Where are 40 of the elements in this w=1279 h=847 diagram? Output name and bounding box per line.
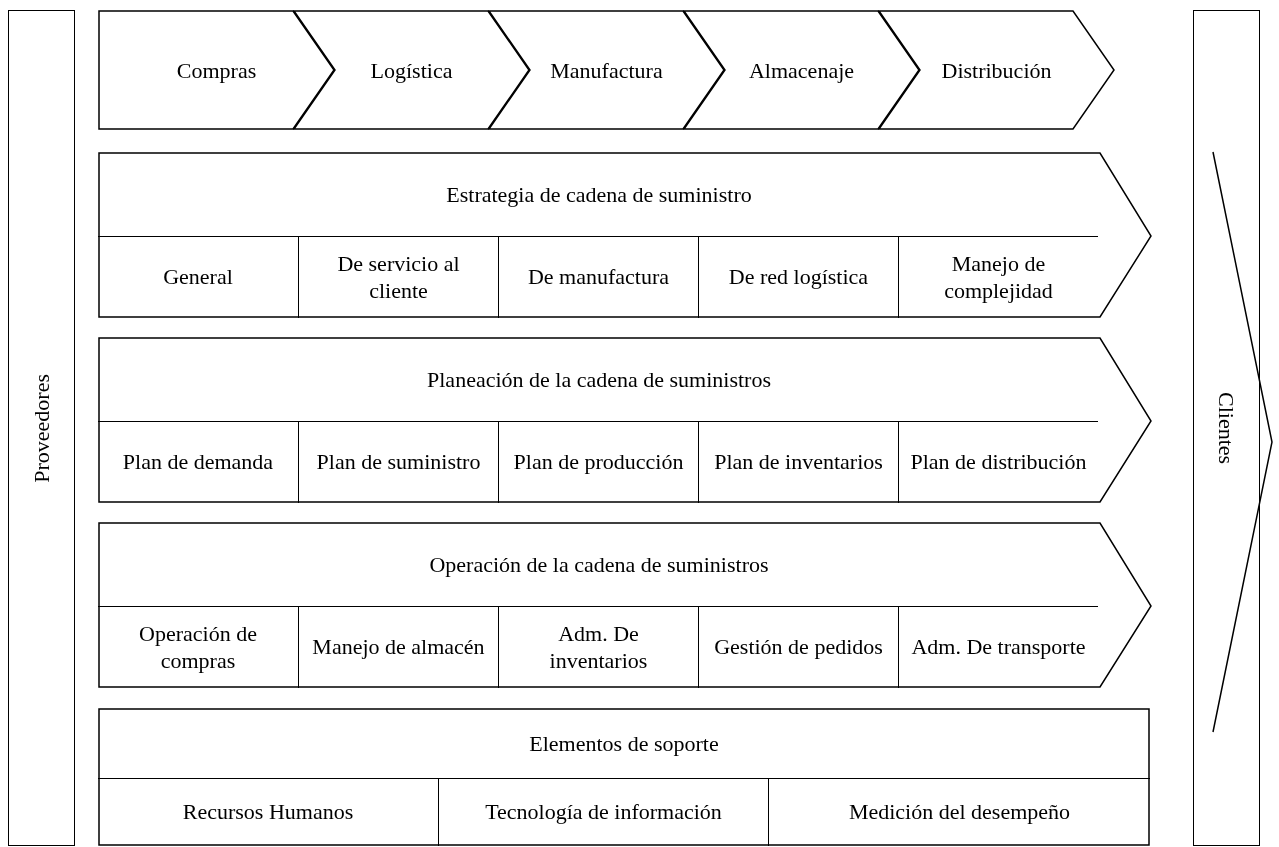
table-cell: Manejo de complejidad [898,236,1098,318]
table-cell: Plan de demanda [98,421,298,503]
support-panel [98,708,1150,846]
band-heading: Operación de la cadena de suministros [429,550,769,579]
table-cell: Plan de distribución [898,421,1098,503]
chevron-shape [488,10,725,130]
table-cell: Medición del desempeño [768,778,1150,846]
chevron-shape [98,10,335,130]
table-cell: Adm. De transporte [898,606,1098,688]
step-label: Distribución [941,56,1052,85]
arrow-band [98,337,1152,503]
band-heading: Elementos de soporte [529,729,719,758]
table-cell: Recursos Humanos [98,778,438,846]
table-cell: Plan de suministro [298,421,498,503]
step-label: Manufactura [550,56,663,85]
table-cell: De servicio al cliente [298,236,498,318]
table-cell: General [98,236,298,318]
table-cell: De red logística [698,236,898,318]
band-heading: Estrategia de cadena de suministro [446,180,752,209]
table-cell: Operación de compras [98,606,298,688]
table-cell: Plan de producción [498,421,698,503]
table-cell: De manufactura [498,236,698,318]
table-cell: Manejo de almacén [298,606,498,688]
table-cell: Plan de inventarios [698,421,898,503]
step-label: Logística [370,56,453,85]
step-label: Almacenaje [748,56,855,85]
band-heading: Planeación de la cadena de suministros [427,365,771,394]
chevron-shape [878,10,1115,130]
arrow-band [98,522,1152,688]
side-label: Proveedores [28,373,55,483]
side-label: Clientes [1213,391,1240,465]
side-bar [8,10,75,846]
table-cell: Adm. De inventarios [498,606,698,688]
table-cell: Tecnología de información [438,778,768,846]
side-bar [1193,10,1260,846]
step-label: Compras [176,56,257,85]
table-cell: Gestión de pedidos [698,606,898,688]
arrow-band [98,152,1152,318]
chevron-shape [293,10,530,130]
chevron-shape [683,10,920,130]
